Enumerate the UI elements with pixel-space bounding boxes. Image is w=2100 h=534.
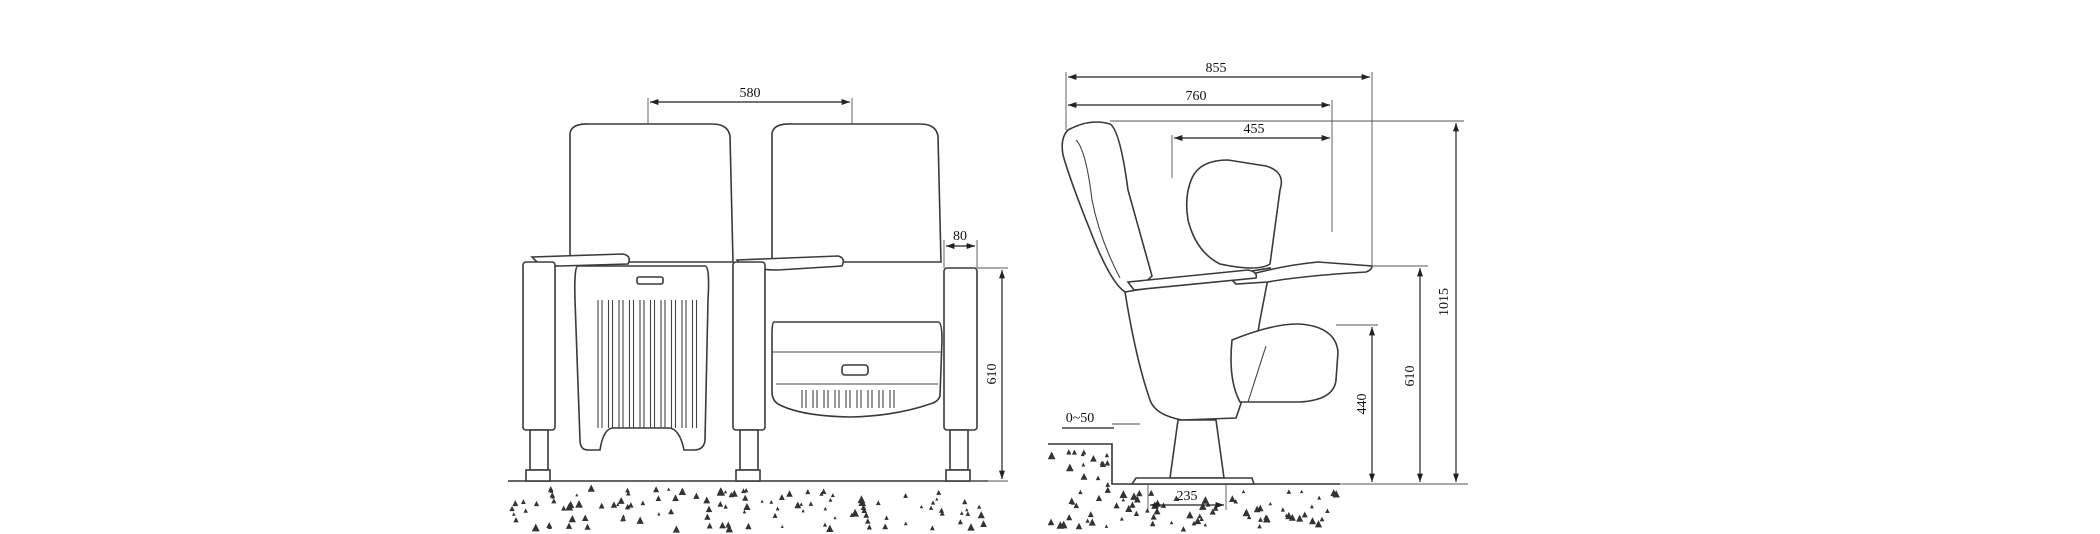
dimension-label-455: 455 [1244, 122, 1265, 137]
dimension-label-1015: 1015 [1437, 288, 1452, 316]
dimension-455: 455 [1171, 122, 1330, 178]
front-chair-right [771, 123, 943, 418]
front-standard-right [943, 267, 978, 482]
dimension-580: 580 [647, 86, 853, 124]
side-view: 855 760 455 1015 610 [1047, 61, 1468, 532]
dimension-label-855: 855 [1206, 61, 1227, 76]
dimension-label-step: 0~50 [1066, 411, 1095, 426]
dimension-610-side: 610 [1372, 265, 1428, 482]
dimension-1015: 1015 [1110, 120, 1464, 482]
front-chair-left [569, 123, 734, 451]
dimension-label-80: 80 [953, 229, 967, 244]
dimension-440: 440 [1336, 324, 1468, 485]
dimension-label-580: 580 [740, 86, 761, 101]
side-chair [1061, 121, 1373, 485]
front-standard-middle [732, 255, 845, 482]
dimension-label-235: 235 [1177, 489, 1198, 504]
dimension-760: 760 [1068, 89, 1333, 232]
front-view: 580 80 610 [508, 86, 1008, 533]
side-floor [1047, 423, 1340, 532]
dimension-855: 855 [1065, 61, 1373, 266]
front-standard-left [522, 253, 630, 482]
dimension-235: 235 [1147, 484, 1227, 510]
dimension-610-front: 610 [970, 267, 1008, 482]
front-floor [508, 480, 988, 533]
dimension-80: 80 [943, 229, 978, 268]
dimension-label-760: 760 [1186, 89, 1207, 104]
dimension-label-440: 440 [1355, 394, 1370, 415]
dimension-step: 0~50 [1062, 411, 1114, 429]
dimension-label-610-front: 610 [985, 364, 1000, 385]
dimension-label-610-side: 610 [1403, 366, 1418, 387]
